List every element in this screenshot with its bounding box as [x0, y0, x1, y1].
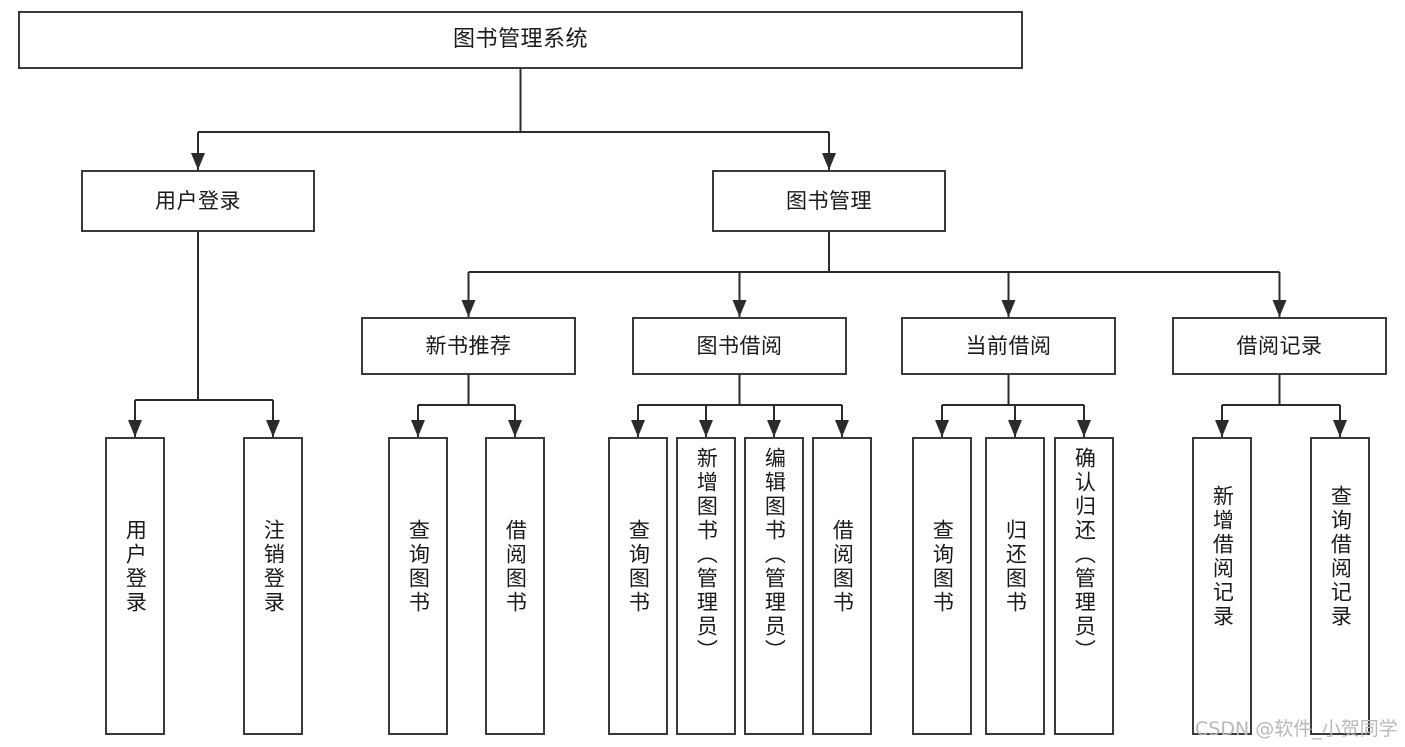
node-leaf-query-book-2[interactable]: 查询图书: [608, 437, 668, 735]
node-label-leaf-edit-book: 编辑图书（管理员）: [762, 447, 787, 663]
node-root[interactable]: 图书管理系统: [18, 11, 1023, 69]
node-leaf-logout[interactable]: 注销登录: [243, 437, 303, 735]
node-label-leaf-add-record: 新增借阅记录: [1210, 485, 1235, 629]
node-label-leaf-return-book: 归还图书: [1003, 519, 1028, 615]
node-leaf-return-book[interactable]: 归还图书: [985, 437, 1045, 735]
node-book-borrow[interactable]: 图书借阅: [632, 317, 847, 375]
node-label-book-manage: 图书管理: [786, 188, 872, 213]
node-borrow-record[interactable]: 借阅记录: [1172, 317, 1387, 375]
node-label-borrow-record: 借阅记录: [1236, 333, 1323, 358]
node-label-leaf-confirm-return: 确认归还（管理员）: [1072, 447, 1097, 663]
node-new-book-rec[interactable]: 新书推荐: [361, 317, 576, 375]
node-leaf-query-record[interactable]: 查询借阅记录: [1310, 437, 1370, 735]
node-label-leaf-query-book-2: 查询图书: [626, 519, 651, 615]
csdn-watermark: CSDN @软件_小贺同学: [1195, 718, 1398, 740]
node-label-new-book-rec: 新书推荐: [425, 333, 512, 358]
node-label-leaf-borrow-book-2: 借阅图书: [830, 519, 855, 615]
node-leaf-user-login[interactable]: 用户登录: [105, 437, 165, 735]
node-label-leaf-query-book-3: 查询图书: [930, 519, 955, 615]
node-label-leaf-query-book-1: 查询图书: [406, 519, 431, 615]
node-leaf-add-record[interactable]: 新增借阅记录: [1192, 437, 1252, 735]
node-label-user-login: 用户登录: [155, 188, 241, 213]
node-label-root: 图书管理系统: [452, 27, 588, 53]
node-leaf-query-book-1[interactable]: 查询图书: [388, 437, 448, 735]
node-leaf-query-book-3[interactable]: 查询图书: [912, 437, 972, 735]
node-leaf-add-book[interactable]: 新增图书（管理员）: [676, 437, 736, 735]
node-current-borrow[interactable]: 当前借阅: [901, 317, 1116, 375]
node-leaf-edit-book[interactable]: 编辑图书（管理员）: [744, 437, 804, 735]
node-label-book-borrow: 图书借阅: [696, 333, 783, 358]
node-leaf-borrow-book-2[interactable]: 借阅图书: [812, 437, 872, 735]
node-leaf-confirm-return[interactable]: 确认归还（管理员）: [1054, 437, 1114, 735]
node-label-leaf-user-login: 用户登录: [123, 519, 148, 615]
node-book-manage[interactable]: 图书管理: [712, 170, 946, 232]
node-leaf-borrow-book-1[interactable]: 借阅图书: [485, 437, 545, 735]
node-label-current-borrow: 当前借阅: [965, 333, 1052, 358]
node-label-leaf-borrow-book-1: 借阅图书: [503, 519, 528, 615]
node-label-leaf-add-book: 新增图书（管理员）: [694, 447, 719, 663]
node-label-leaf-logout: 注销登录: [261, 519, 286, 615]
node-label-leaf-query-record: 查询借阅记录: [1328, 485, 1353, 629]
node-user-login[interactable]: 用户登录: [81, 170, 315, 232]
